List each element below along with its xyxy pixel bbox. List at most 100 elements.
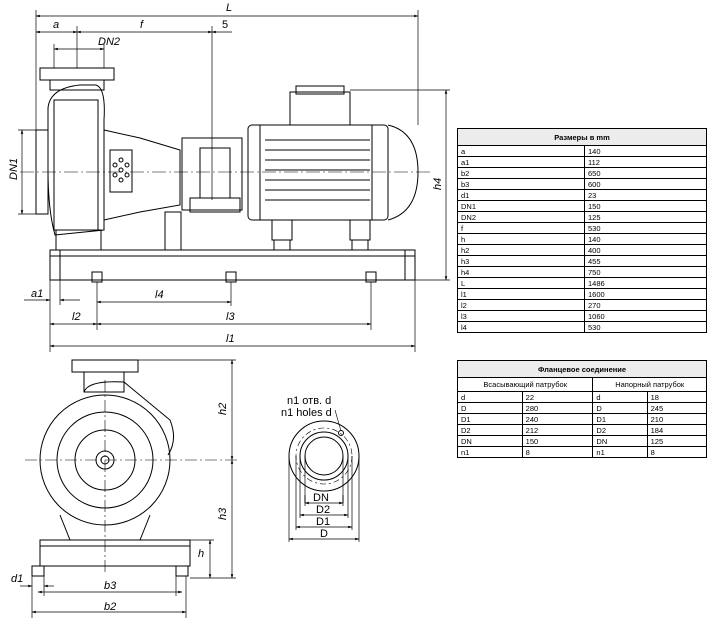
flange-param: D xyxy=(457,402,523,414)
size-value: 150 xyxy=(584,200,707,212)
front-discharge-flange xyxy=(71,359,139,373)
flange-table-title: Фланцевое соединение xyxy=(457,360,707,378)
motor-body xyxy=(247,124,389,221)
volute xyxy=(83,381,174,456)
size-param: h3 xyxy=(457,255,585,267)
dim-l2: l2 xyxy=(72,311,81,323)
size-value: 1060 xyxy=(584,310,707,322)
size-param: b3 xyxy=(457,178,585,190)
motor-fan-cover xyxy=(387,124,419,221)
base-frame xyxy=(49,249,416,281)
dim-D1: D1 xyxy=(316,516,330,528)
size-param: a1 xyxy=(457,156,585,168)
dim-DN2: DN2 xyxy=(98,36,120,48)
size-value: 140 xyxy=(584,145,707,157)
size-value: 140 xyxy=(584,233,707,245)
front-dimensions xyxy=(20,359,236,618)
flange-detail xyxy=(288,409,360,503)
size-param: h2 xyxy=(457,244,585,256)
size-value: 530 xyxy=(584,321,707,333)
size-param: f xyxy=(457,222,585,234)
size-param: l1 xyxy=(457,288,585,300)
dim-DN: DN xyxy=(313,492,329,504)
size-param: L xyxy=(457,277,585,289)
size-param: b2 xyxy=(457,167,585,179)
flange-bolt-hole xyxy=(338,430,344,436)
flange-value: 184 xyxy=(646,424,708,436)
size-param: DN2 xyxy=(457,211,585,223)
flange-param: d xyxy=(457,391,523,403)
sizes-table-title: Размеры в mm xyxy=(457,128,707,146)
side-dimensions xyxy=(18,10,450,352)
dim-l3: l3 xyxy=(226,311,235,323)
dim-h4: h4 xyxy=(432,178,444,190)
flange-value: 8 xyxy=(646,446,708,458)
suction-header: Всасывающий патрубок xyxy=(456,377,594,392)
size-value: 600 xyxy=(584,178,707,190)
size-value: 1486 xyxy=(584,277,707,289)
flange-note-en: n1 holes d xyxy=(281,407,332,419)
dim-L: L xyxy=(226,2,232,14)
dim-a1: a1 xyxy=(31,288,43,300)
pump-foot xyxy=(55,229,102,251)
size-value: 112 xyxy=(584,156,707,168)
dim-f: f xyxy=(140,19,144,31)
size-value: 400 xyxy=(584,244,707,256)
side-view xyxy=(20,67,430,283)
flange-param: D xyxy=(592,402,648,414)
discharge-header: Напорный патрубок xyxy=(592,377,707,392)
flange-param: D1 xyxy=(592,413,648,425)
dim-b3: b3 xyxy=(104,580,117,592)
dim-l1: l1 xyxy=(226,333,235,345)
size-param: d1 xyxy=(457,189,585,201)
size-value: 650 xyxy=(584,167,707,179)
size-param: DN1 xyxy=(457,200,585,212)
size-param: l3 xyxy=(457,310,585,322)
dim-h2: h2 xyxy=(217,403,229,415)
dim-D2: D2 xyxy=(316,504,330,516)
dim-DN1: DN1 xyxy=(8,158,20,180)
discharge-flange xyxy=(39,67,115,81)
flange-value: 240 xyxy=(521,413,594,425)
dim-h3: h3 xyxy=(217,507,229,520)
pump-casing xyxy=(47,84,105,236)
size-param: l2 xyxy=(457,299,585,311)
size-value: 750 xyxy=(584,266,707,278)
flange-bore xyxy=(304,436,344,476)
flange-note-ru: n1 отв. d xyxy=(287,395,331,407)
flange-param: D2 xyxy=(592,424,648,436)
flange-value: 212 xyxy=(521,424,594,436)
size-value: 530 xyxy=(584,222,707,234)
terminal-box xyxy=(289,91,351,126)
dim-D: D xyxy=(320,528,328,540)
flange-param: n1 xyxy=(457,446,523,458)
flange-param: D1 xyxy=(457,413,523,425)
size-value: 455 xyxy=(584,255,707,267)
size-param: l4 xyxy=(457,321,585,333)
size-value: 23 xyxy=(584,189,707,201)
flange-dimensions xyxy=(288,456,360,542)
